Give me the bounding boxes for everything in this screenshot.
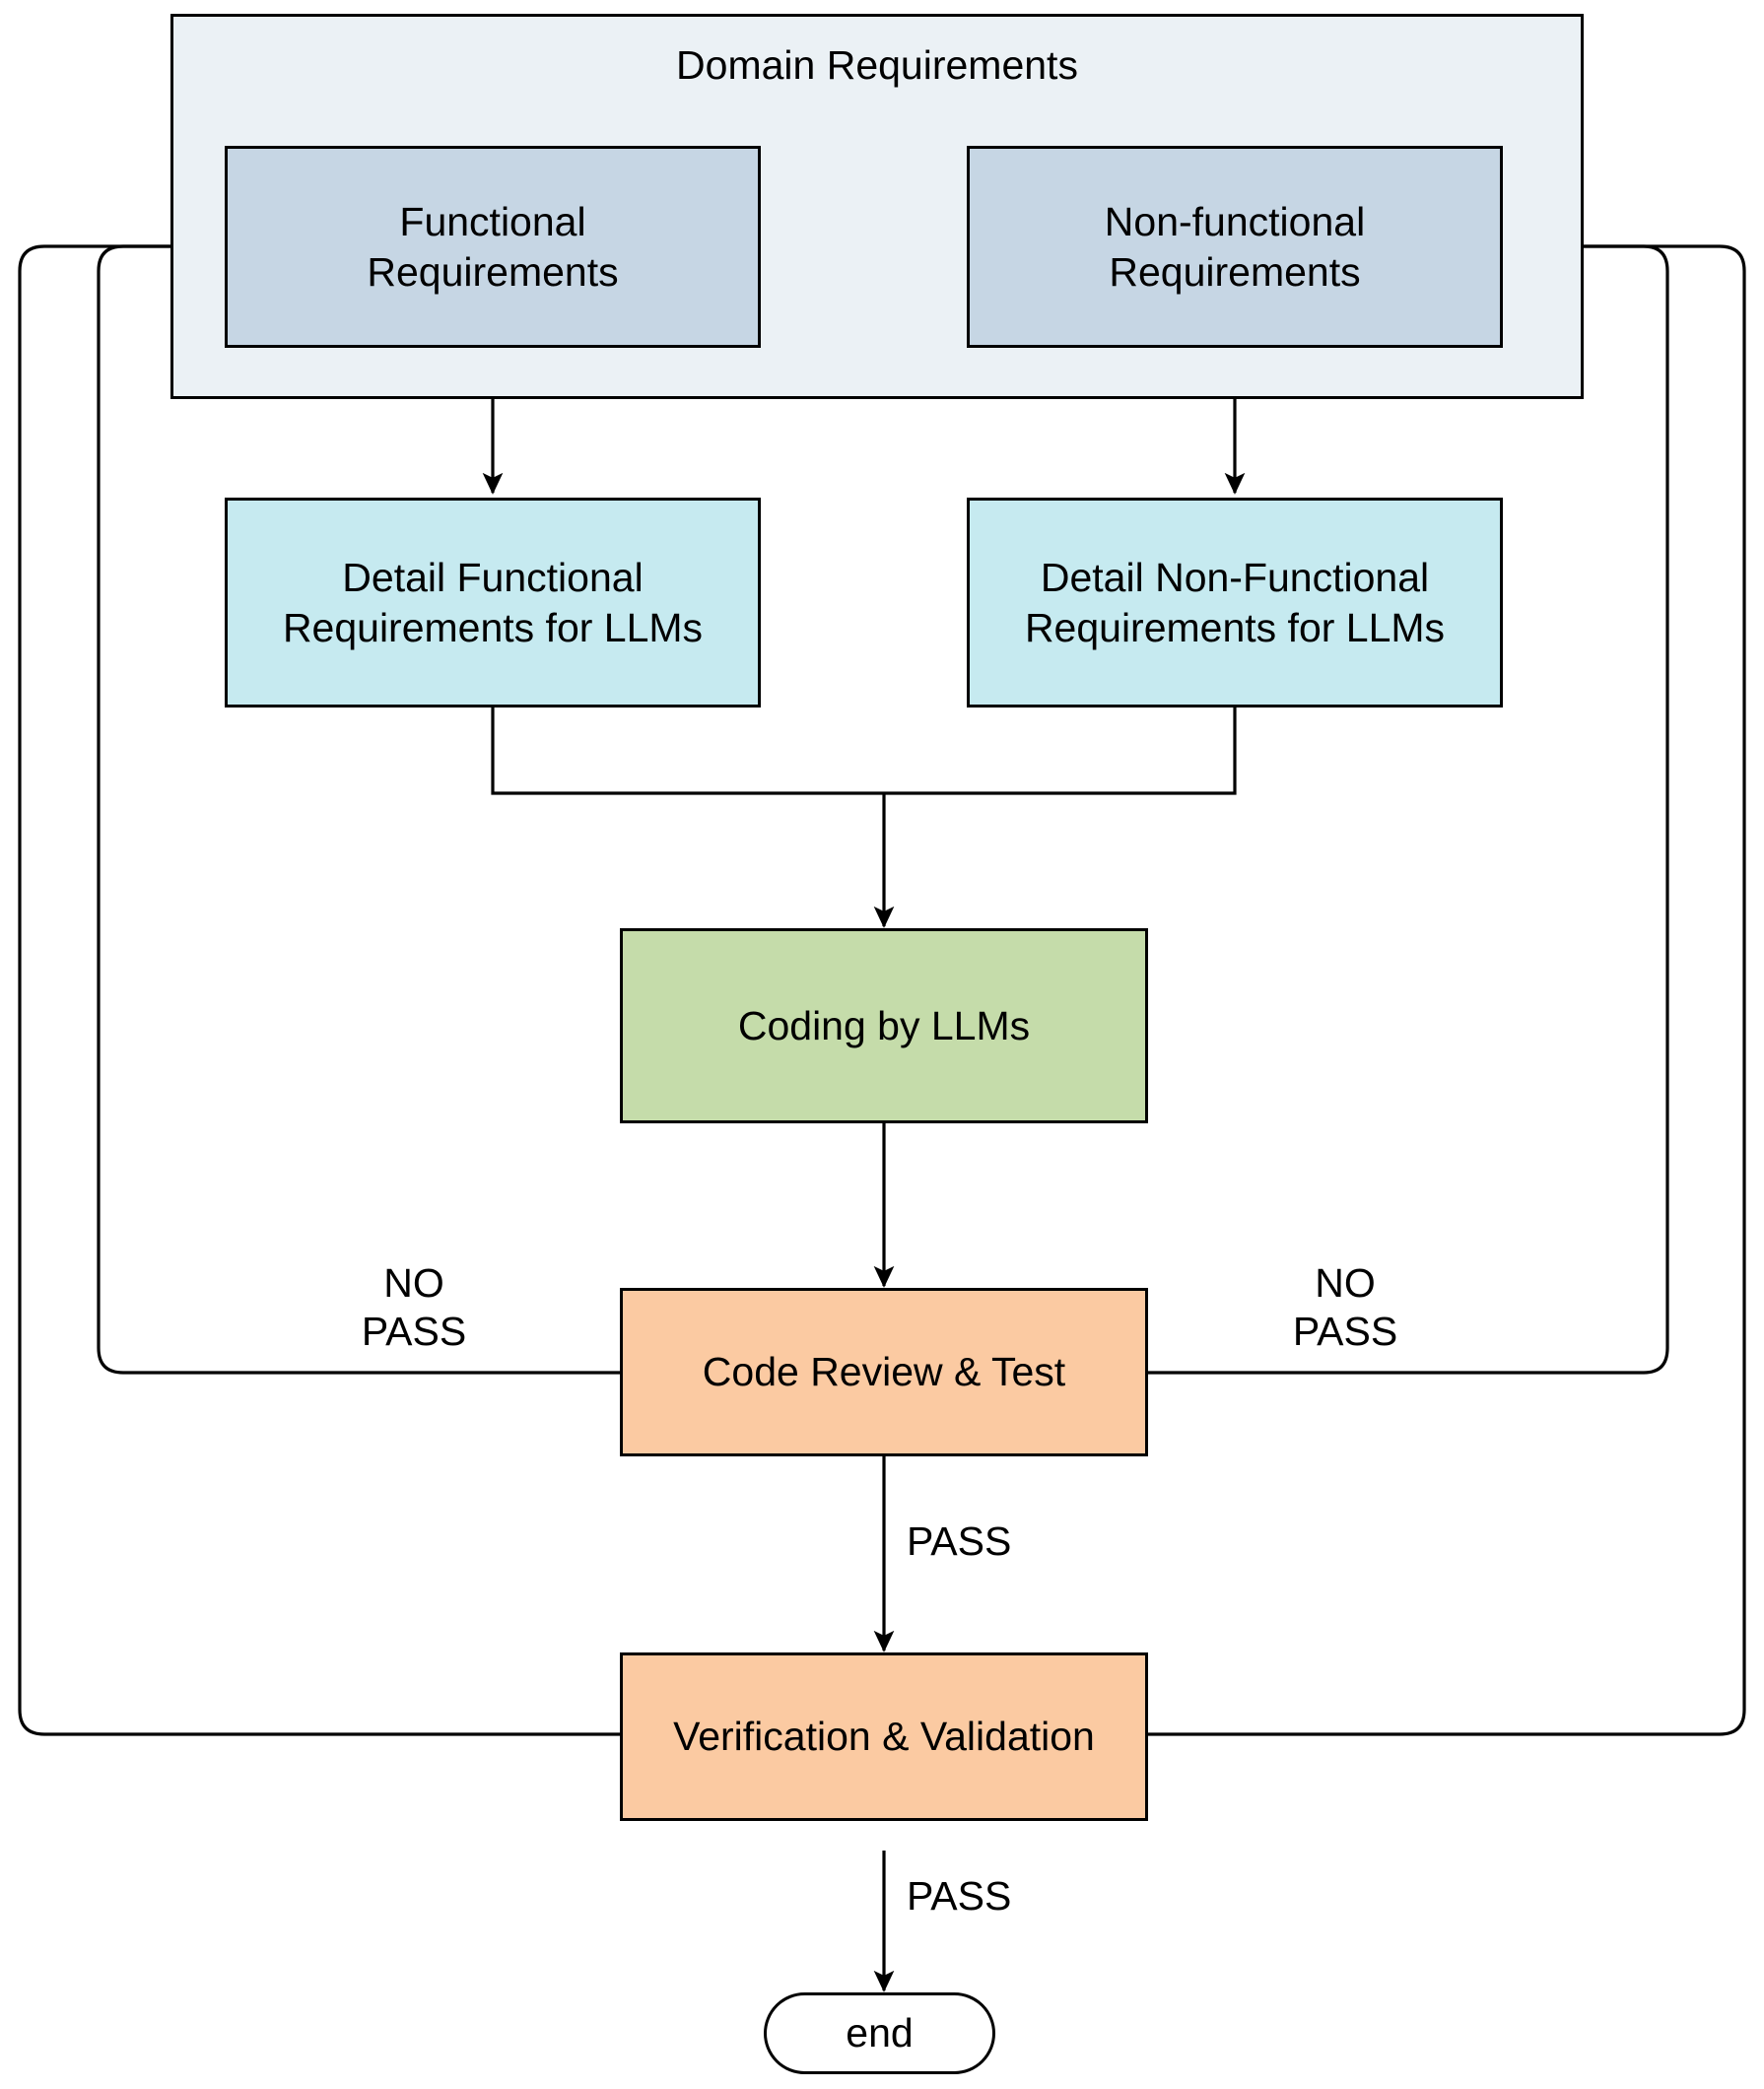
- node-detail-functional-requirements[interactable]: Detail Functional Requirements for LLMs: [225, 498, 761, 708]
- edge-detail-functional-merge: [491, 708, 884, 795]
- edge-label-pass-review: PASS: [907, 1518, 1012, 1564]
- node-nonfunctional-requirements[interactable]: Non-functional Requirements: [967, 146, 1503, 348]
- edge-review-nopass-right: [1148, 236, 1669, 1375]
- domain-requirements-title: Domain Requirements: [676, 42, 1078, 88]
- node-code-review-and-test[interactable]: Code Review & Test: [620, 1288, 1148, 1456]
- node-verification-and-validation[interactable]: Verification & Validation: [620, 1652, 1148, 1821]
- node-detail-nonfunctional-requirements[interactable]: Detail Non-Functional Requirements for L…: [967, 498, 1503, 708]
- edge-label-no-pass-left: NO PASS: [361, 1260, 467, 1355]
- node-end[interactable]: end: [764, 1992, 995, 2074]
- edge-validation-loop-right: [1148, 236, 1746, 1736]
- edge-label-pass-validation: PASS: [907, 1873, 1012, 1919]
- edge-label-no-pass-right: NO PASS: [1292, 1260, 1398, 1355]
- node-coding-by-llms[interactable]: Coding by LLMs: [620, 928, 1148, 1123]
- edge-detail-nonfunctional-merge: [884, 708, 1237, 795]
- edge-review-nopass-left: [97, 236, 620, 1375]
- edge-validation-loop-left: [18, 236, 620, 1736]
- node-functional-requirements[interactable]: Functional Requirements: [225, 146, 761, 348]
